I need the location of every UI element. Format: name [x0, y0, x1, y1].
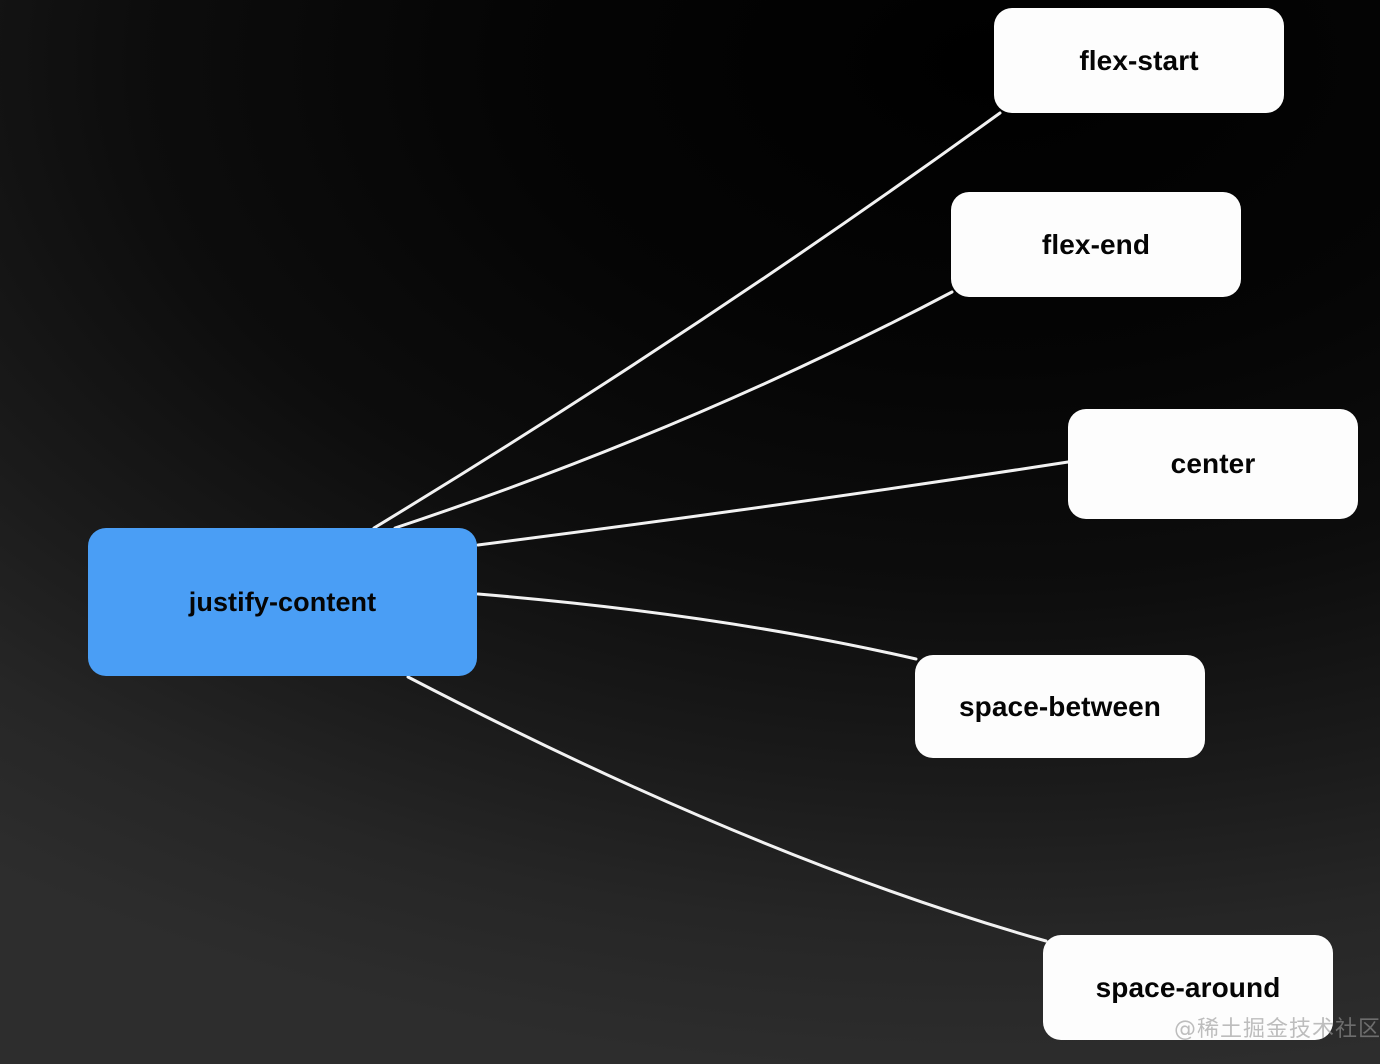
- edge-to-space-between: [476, 592, 918, 661]
- node-label-center: center: [1170, 448, 1256, 479]
- mindmap-node-flex-end[interactable]: flex-end: [951, 192, 1241, 297]
- node-label-space-between: space-between: [958, 690, 1162, 722]
- node-label-space-around: space-around: [1095, 971, 1281, 1003]
- node-label-flex-start: flex-start: [1079, 44, 1199, 76]
- mindmap-node-space-around[interactable]: space-around: [1043, 935, 1333, 1040]
- edge-to-center: [476, 460, 1070, 547]
- node-label-flex-end: flex-end: [1041, 228, 1151, 260]
- mindmap-node-space-between[interactable]: space-between: [915, 655, 1205, 758]
- edge-to-flex-end: [393, 290, 954, 530]
- mindmap-root-node[interactable]: justify-content: [88, 528, 477, 676]
- root-node-label: justify-content: [188, 586, 377, 617]
- watermark-text: @稀土掘金技术社区: [1174, 1017, 1380, 1042]
- mindmap-node-flex-start[interactable]: flex-start: [994, 8, 1284, 113]
- edge-to-flex-start: [372, 111, 1002, 530]
- mindmap-node-center[interactable]: center: [1068, 409, 1358, 519]
